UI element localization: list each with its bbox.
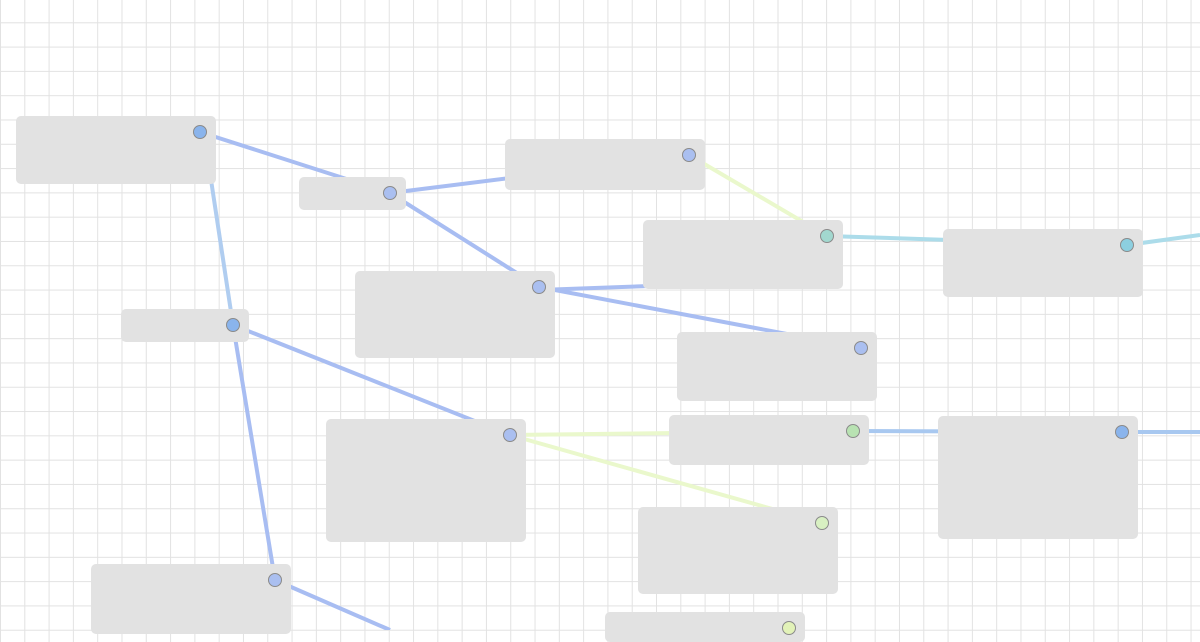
port-handle[interactable] — [815, 516, 829, 530]
port-handle[interactable] — [268, 573, 282, 587]
edge — [206, 159, 235, 326]
node-9[interactable] — [326, 419, 526, 542]
port-handle[interactable] — [682, 148, 696, 162]
port-handle[interactable] — [503, 428, 517, 442]
node-8[interactable] — [677, 332, 877, 401]
node-2[interactable] — [299, 177, 406, 210]
node-13[interactable] — [91, 564, 291, 634]
node-1[interactable] — [16, 116, 216, 184]
port-handle[interactable] — [846, 424, 860, 438]
edge — [231, 324, 277, 581]
node-10[interactable] — [669, 415, 869, 465]
node-12[interactable] — [638, 507, 838, 594]
edge — [274, 578, 391, 630]
port-handle[interactable] — [1120, 238, 1134, 252]
node-6[interactable] — [355, 271, 555, 358]
node-14[interactable] — [605, 612, 805, 642]
edge — [232, 323, 511, 437]
port-handle[interactable] — [820, 229, 834, 243]
edge — [389, 176, 511, 195]
port-handle[interactable] — [383, 186, 397, 200]
port-handle[interactable] — [193, 125, 207, 139]
node-5[interactable] — [943, 229, 1143, 297]
edge — [826, 234, 951, 242]
node-3[interactable] — [505, 139, 705, 190]
node-11[interactable] — [938, 416, 1138, 539]
port-handle[interactable] — [532, 280, 546, 294]
port-handle[interactable] — [854, 341, 868, 355]
port-handle[interactable] — [782, 621, 796, 635]
port-handle[interactable] — [226, 318, 240, 332]
node-7[interactable] — [121, 309, 249, 342]
port-handle[interactable] — [1115, 425, 1129, 439]
node-4[interactable] — [643, 220, 843, 289]
